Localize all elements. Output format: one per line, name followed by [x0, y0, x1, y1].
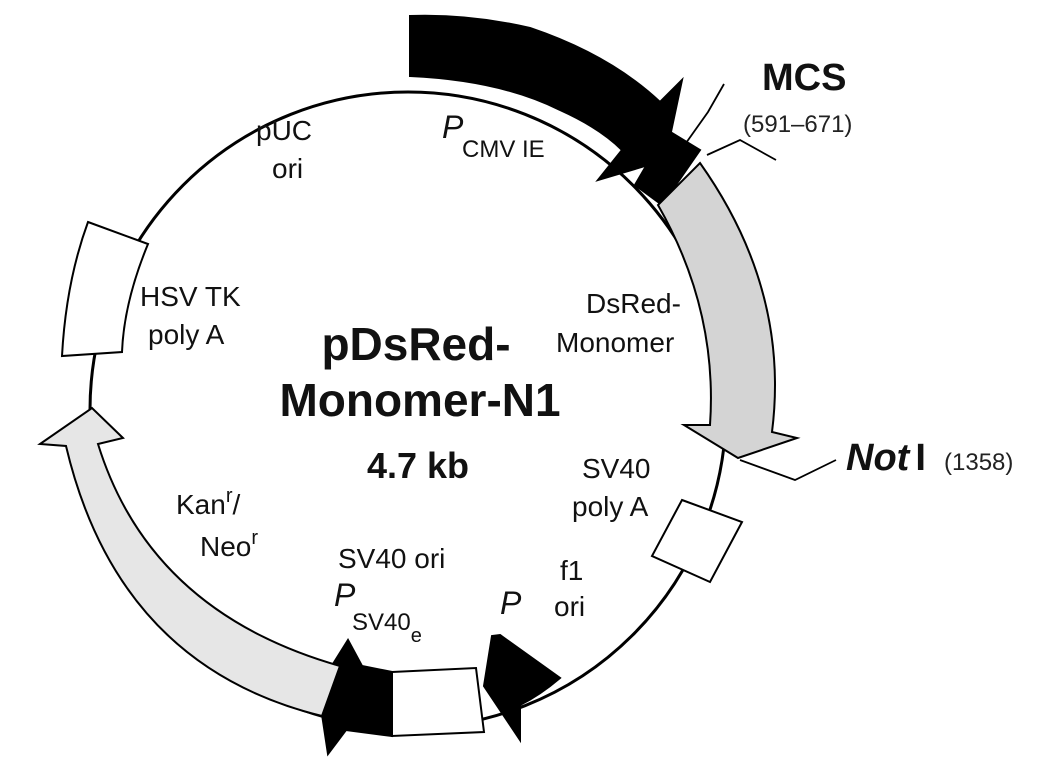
kan-label: Kanr/: [176, 485, 241, 520]
neo-label: Neor: [200, 527, 258, 562]
hsv-tk-polya-box: [60, 220, 150, 358]
pcmv-label: P: [442, 109, 464, 145]
hsv-tk-line1: HSV TK: [140, 281, 241, 312]
kan-neo-resistance-arrow: [37, 406, 342, 718]
pcmv-ie-promoter-arrow: [409, 14, 684, 182]
puc-ori-line1: pUC: [256, 115, 312, 146]
noti-leader: [739, 459, 837, 481]
f1-ori-line1: f1: [560, 555, 583, 586]
psv40e-subscript: SV40e: [352, 609, 422, 647]
hsv-tk-line2: poly A: [148, 319, 225, 350]
plasmid-size: 4.7 kb: [367, 445, 469, 486]
p-promoter-label: P: [500, 585, 522, 621]
dsred-line2: Monomer: [556, 327, 674, 358]
psv40e-label: P: [334, 577, 356, 613]
puc-ori-line2: ori: [272, 153, 303, 184]
mcs-label: MCS: [762, 57, 846, 99]
sv40-polya-line1: SV40: [582, 453, 651, 484]
plasmid-name-line1: pDsRed-: [321, 318, 510, 370]
f1-ori-line2: ori: [554, 591, 585, 622]
mcs-range: (591–671): [743, 111, 852, 138]
noti-position: (1358): [944, 449, 1013, 476]
sv40-polya-box: [650, 498, 744, 584]
dsred-monomer-arrow: [656, 161, 801, 460]
mcs-leader-lower: [706, 138, 777, 161]
dsred-line1: DsRed-: [586, 288, 681, 319]
pcmv-subscript: CMV IE: [462, 136, 545, 163]
mcs-leader-upper: [685, 83, 725, 144]
sv40-polya-line2: poly A: [572, 491, 649, 522]
p-promoter-arrow: [482, 633, 562, 744]
sv40-ori-label: SV40 ori: [338, 543, 445, 574]
sv40-ori-box: [391, 666, 486, 738]
plasmid-name-line2: Monomer-N1: [279, 374, 560, 426]
